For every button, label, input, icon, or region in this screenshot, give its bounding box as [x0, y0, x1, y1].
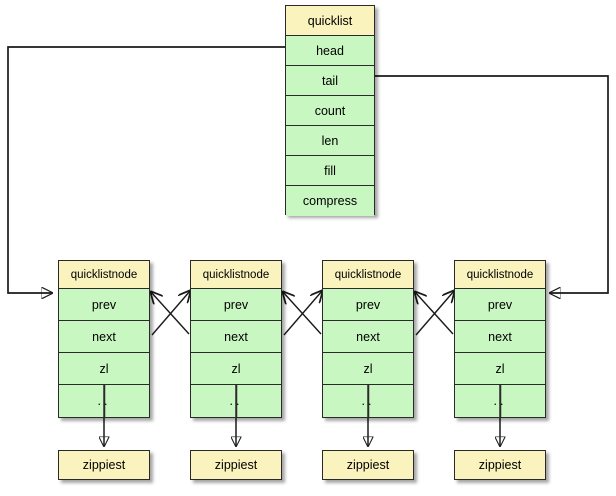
quicklistnode-3-field-zl: zl: [455, 353, 545, 385]
quicklistnode-1-field-zl: zl: [191, 353, 281, 385]
quicklistnode-3-field-prev: prev: [455, 289, 545, 321]
wire-prev-3-2: [415, 292, 454, 335]
quicklistnode-1-header: quicklistnode: [191, 261, 281, 289]
ziplist-box-1: zippiest: [190, 450, 282, 480]
quicklist-struct: quicklist head tail count len fill compr…: [285, 5, 375, 216]
quicklistnode-3: quicklistnode prev next zl ..: [454, 260, 546, 418]
quicklist-field-len: len: [286, 126, 374, 156]
quicklistnode-3-field-next: next: [455, 321, 545, 353]
quicklist-field-count: count: [286, 96, 374, 126]
wire-next-0-1: [151, 291, 190, 336]
quicklistnode-3-field-more: ..: [455, 385, 545, 417]
quicklistnode-0-header: quicklistnode: [59, 261, 149, 289]
quicklistnode-0-field-next: next: [59, 321, 149, 353]
wire-tail-to-node3: [375, 75, 609, 293]
quicklist-struct-header: quicklist: [286, 6, 374, 36]
ziplist-box-2: zippiest: [322, 450, 414, 480]
quicklistnode-3-header: quicklistnode: [455, 261, 545, 289]
quicklistnode-2-field-prev: prev: [323, 289, 413, 321]
ziplist-box-3: zippiest: [454, 450, 546, 480]
quicklistnode-0-field-more: ..: [59, 385, 149, 417]
quicklistnode-0-field-zl: zl: [59, 353, 149, 385]
wire-head-to-node0: [7, 46, 285, 293]
quicklistnode-0: quicklistnode prev next zl ..: [58, 260, 150, 418]
wire-prev-1-0: [151, 292, 190, 335]
wire-next-2-3: [415, 291, 454, 336]
ziplist-box-0: zippiest: [58, 450, 150, 480]
quicklistnode-2-field-more: ..: [323, 385, 413, 417]
quicklistnode-0-field-prev: prev: [59, 289, 149, 321]
quicklist-field-head: head: [286, 36, 374, 66]
wire-next-1-2: [283, 291, 322, 336]
quicklistnode-1-field-prev: prev: [191, 289, 281, 321]
quicklistnode-2: quicklistnode prev next zl ..: [322, 260, 414, 418]
quicklist-field-fill: fill: [286, 156, 374, 186]
quicklistnode-1: quicklistnode prev next zl ..: [190, 260, 282, 418]
quicklist-field-tail: tail: [286, 66, 374, 96]
quicklistnode-2-field-next: next: [323, 321, 413, 353]
quicklistnode-2-field-zl: zl: [323, 353, 413, 385]
wire-prev-2-1: [283, 292, 322, 335]
quicklistnode-2-header: quicklistnode: [323, 261, 413, 289]
quicklistnode-1-field-more: ..: [191, 385, 281, 417]
quicklistnode-1-field-next: next: [191, 321, 281, 353]
quicklist-field-compress: compress: [286, 186, 374, 216]
